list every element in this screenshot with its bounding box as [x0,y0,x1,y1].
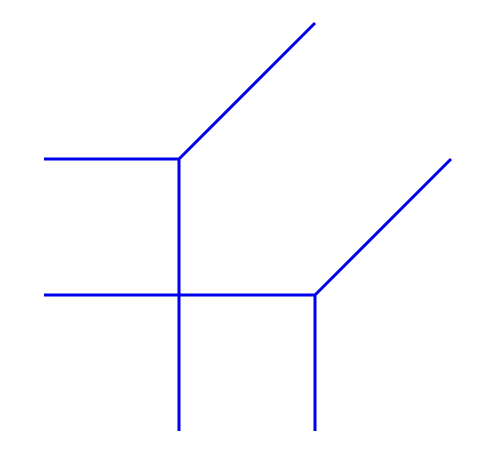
right-curve-northeast-branch [313,157,453,297]
left-curve-northeast-branch [177,21,317,161]
right-vertex-curve [44,157,453,431]
